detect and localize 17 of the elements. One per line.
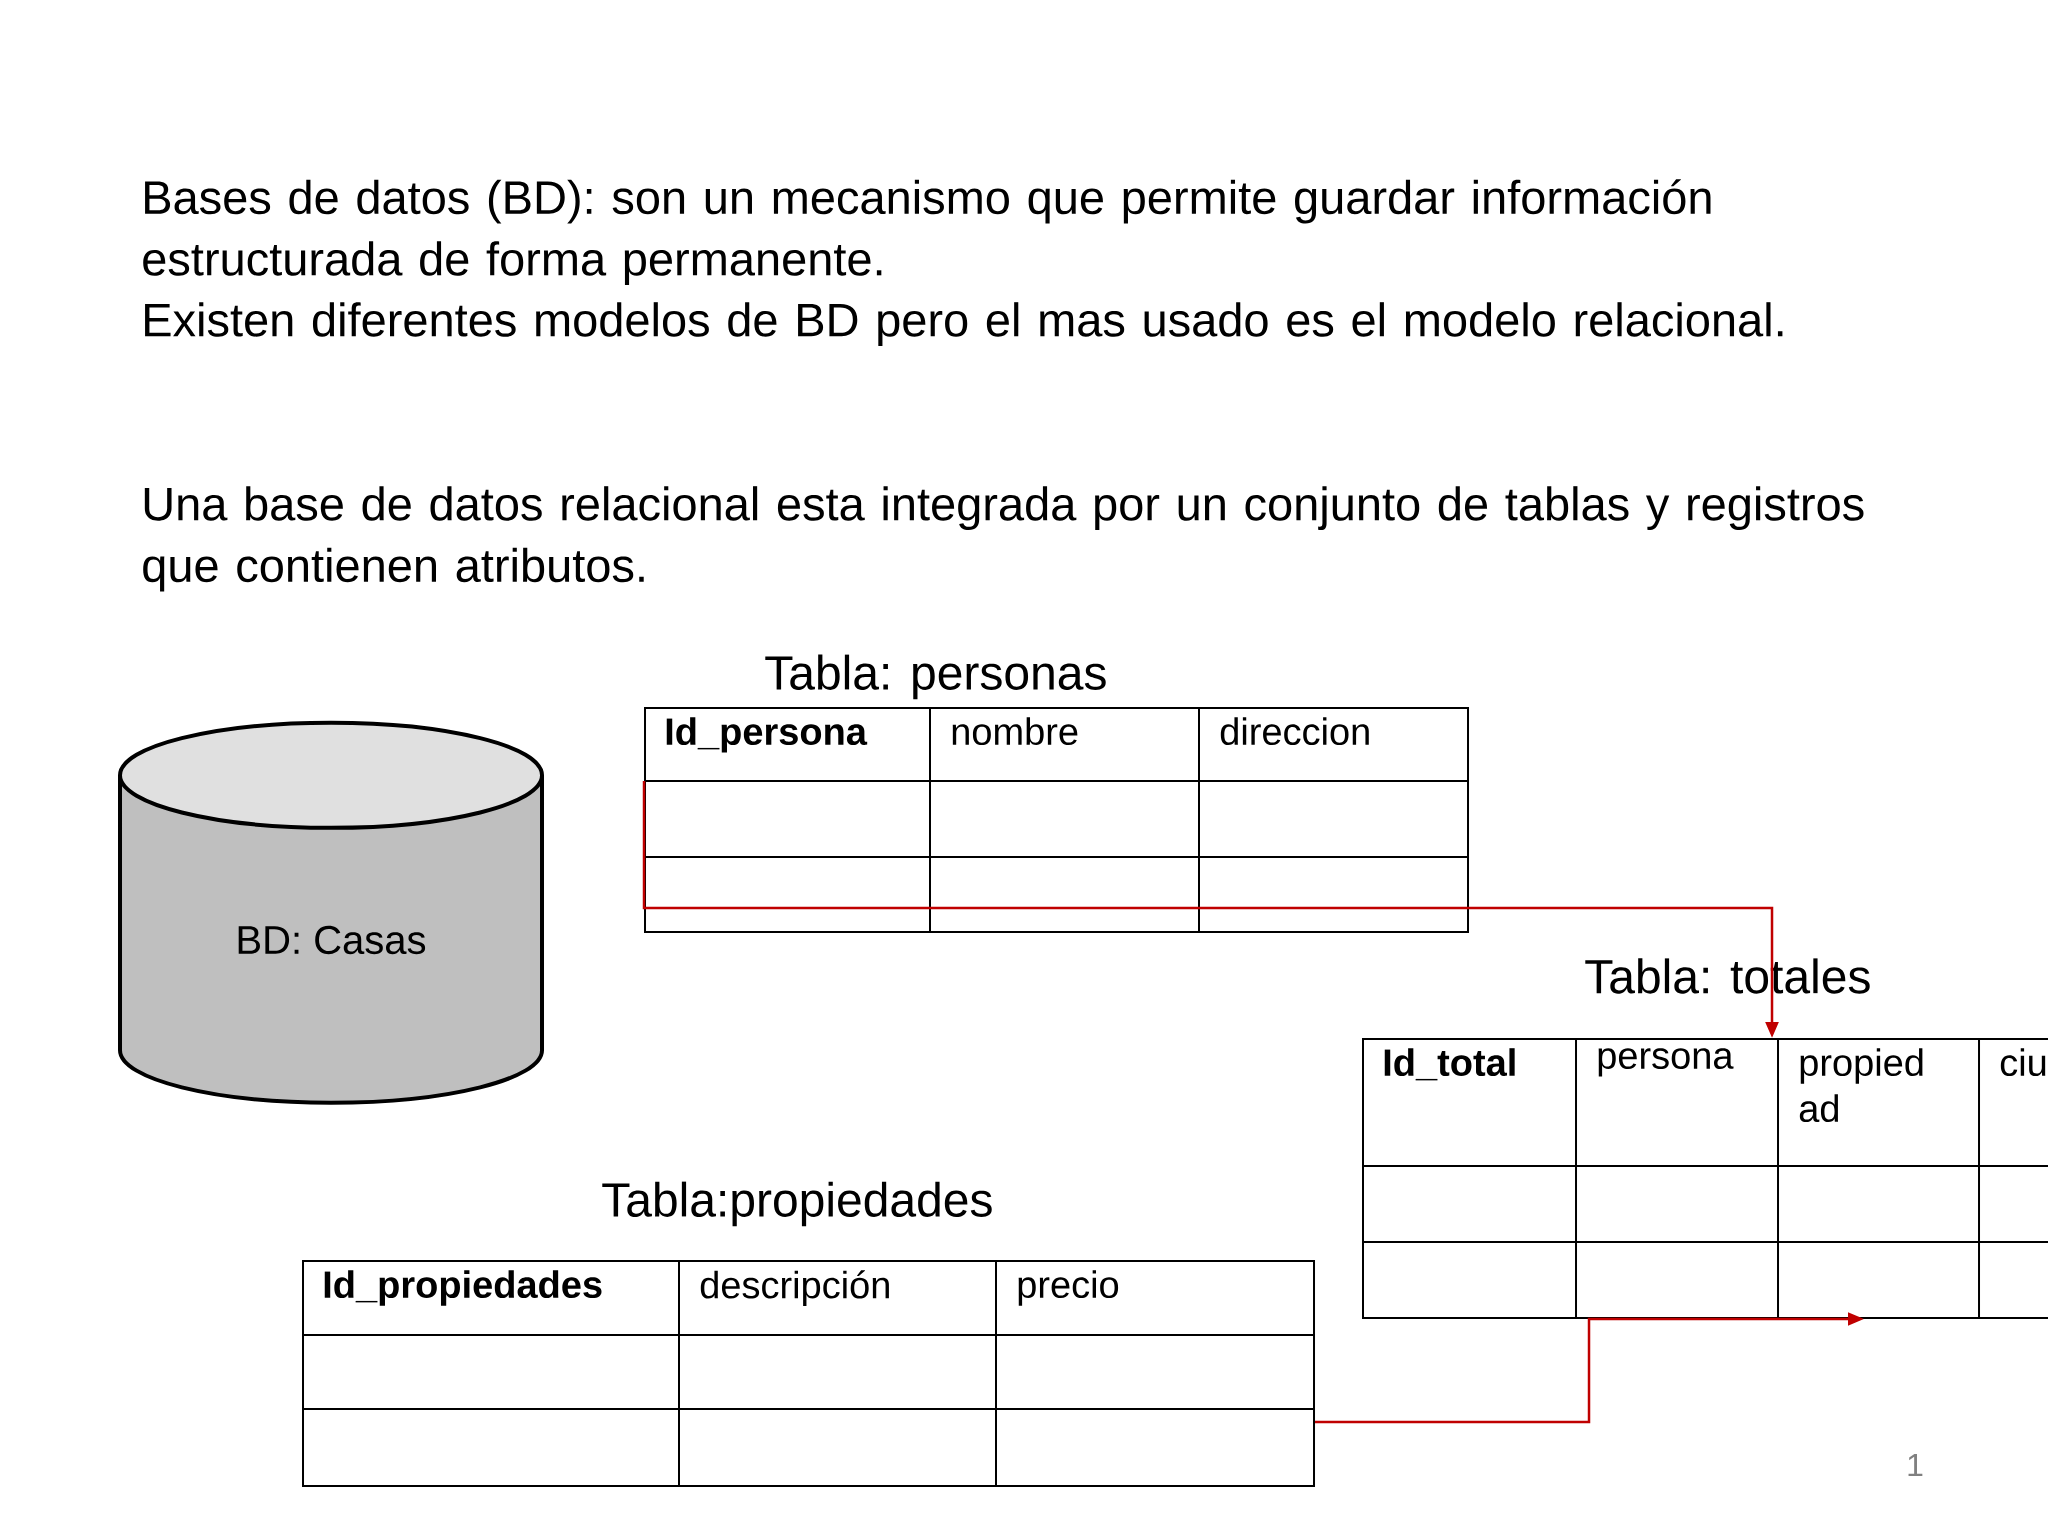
paragraph: Bases de datos (BD): son un mecanismo que permite guardar información estructurada de forma permanente.: [143, 179, 1711, 286]
column-header: persona: [1598, 1048, 1734, 1077]
table-title: Tabla: personas: [765, 654, 1106, 700]
database-cylinder: BD: Casas: [118, 720, 544, 1105]
paragraph: Existen diferentes modelos de BD pero el mas usado es el modelo relacional.: [145, 302, 1783, 346]
column-header: descripción: [700, 1270, 889, 1307]
column-header: Id_total: [1384, 1048, 1515, 1081]
column-header: nombre: [952, 717, 1078, 746]
column-header: direccion: [1220, 717, 1369, 746]
column-header: ciu: [2000, 1048, 2046, 1077]
table-title: Tabla:propiedades: [602, 1181, 992, 1227]
column-header: propied ad: [1799, 1048, 1923, 1123]
column-header: precio: [1018, 1270, 1119, 1306]
column-header: Id_persona: [666, 717, 868, 753]
page-number: 1: [1908, 1454, 1923, 1476]
paragraph: Una base de datos relacional esta integrada por un conjunto de tablas y registros que contienen atributos.: [143, 486, 1864, 592]
column-header: Id_propiedades: [324, 1270, 602, 1306]
